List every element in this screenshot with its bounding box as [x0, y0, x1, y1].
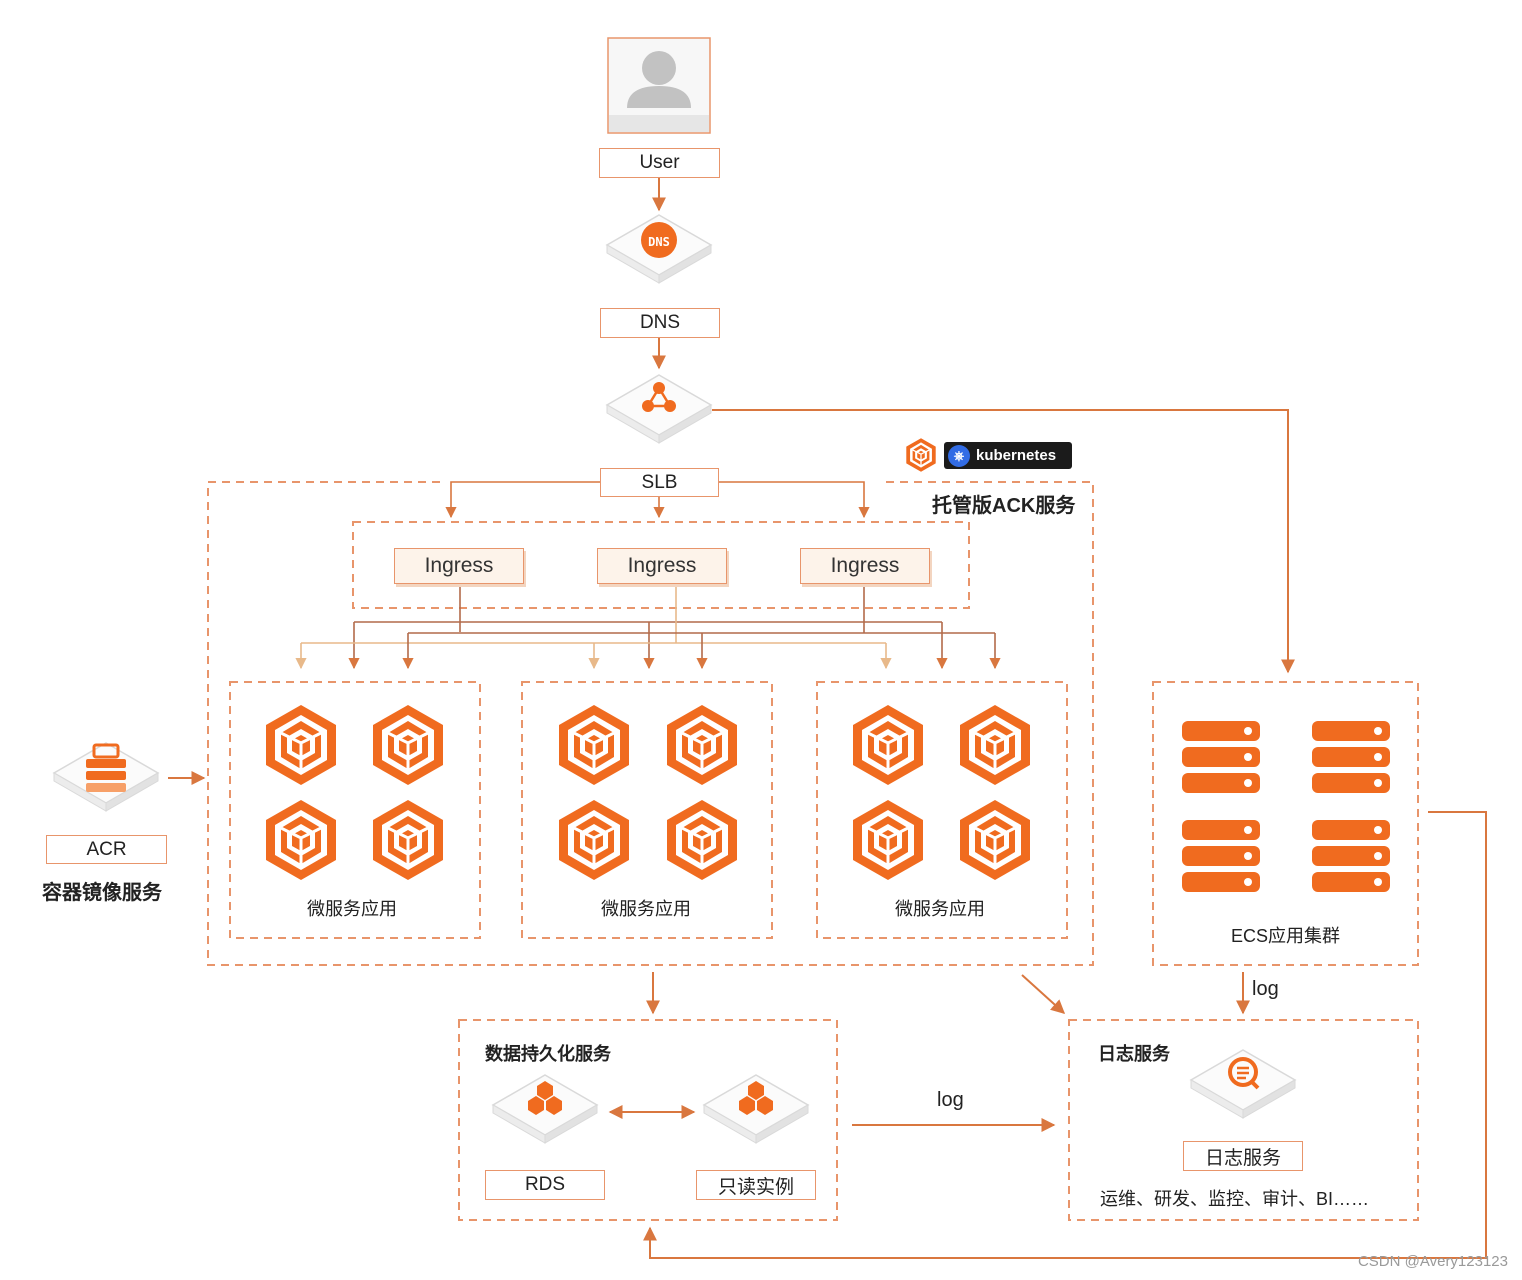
- edge-ack-log: [1021, 974, 1066, 1014]
- log-search-icon: [1190, 1049, 1296, 1119]
- edge-slb-ecs: [712, 409, 1295, 674]
- kubernetes-badge: ⎈ kubernetes: [944, 442, 1072, 469]
- edge-slb-ingress: [445, 481, 870, 519]
- user-avatar-icon: [607, 37, 711, 134]
- ack-title: 托管版ACK服务: [932, 495, 1076, 517]
- microservice-group-2-label: 微服务应用: [601, 899, 691, 919]
- microservice-group-3: [816, 681, 1068, 939]
- ingress-2: Ingress: [597, 548, 727, 584]
- log-edge-ecs-label: log: [1252, 978, 1279, 1000]
- load-balancer-icon: [606, 374, 712, 444]
- log-service-boundary: [1068, 1019, 1419, 1221]
- readonly-label: 只读实例: [696, 1170, 816, 1200]
- ecs-cluster-label: ECS应用集群: [1231, 926, 1341, 946]
- user-label: User: [599, 148, 720, 178]
- dns-label: DNS: [600, 308, 720, 338]
- log-service-label: 日志服务: [1183, 1141, 1303, 1171]
- microservice-group-3-label: 微服务应用: [895, 899, 985, 919]
- ack-cluster-boundary: [207, 481, 1094, 966]
- edge-ecs-persistence: [643, 811, 1487, 1259]
- ack-logo-icon: [905, 437, 937, 473]
- microservice-group-2: [521, 681, 773, 939]
- database-readonly-icon: [703, 1074, 809, 1144]
- dns-icon: DNS: [606, 214, 712, 284]
- watermark: CSDN @Avery123123: [1357, 1253, 1508, 1270]
- server-rack-icon: [1182, 721, 1390, 892]
- ecs-cluster-boundary: [1152, 681, 1419, 966]
- database-icon: [492, 1074, 598, 1144]
- log-service-title: 日志服务: [1098, 1044, 1170, 1064]
- microservice-group-1-label: 微服务应用: [307, 899, 397, 919]
- acr-service-title: 容器镜像服务: [42, 882, 162, 904]
- kubernetes-badge-text: kubernetes: [976, 447, 1057, 464]
- ingress-3: Ingress: [800, 548, 930, 584]
- slb-label: SLB: [600, 468, 719, 497]
- rds-label: RDS: [485, 1170, 605, 1200]
- edge-ingress-3-services: [402, 584, 1001, 670]
- acr-label: ACR: [46, 835, 167, 864]
- persistence-boundary: [458, 1019, 838, 1221]
- acr-registry-icon: [53, 742, 159, 812]
- kubernetes-wheel-icon: ⎈: [948, 444, 970, 467]
- microservice-group-1: [229, 681, 481, 939]
- ingress-1: Ingress: [394, 548, 524, 584]
- edge-ingress-2-services: [295, 584, 892, 670]
- persistence-title: 数据持久化服务: [485, 1044, 611, 1064]
- container-service-icon: [264, 703, 1032, 882]
- edge-ingress-1-services: [348, 584, 948, 670]
- log-edge-db-label: log: [937, 1089, 964, 1111]
- log-service-uses: 运维、研发、监控、审计、BI……: [1100, 1189, 1370, 1209]
- ingress-group-boundary: [352, 521, 970, 609]
- svg-text:DNS: DNS: [648, 235, 670, 249]
